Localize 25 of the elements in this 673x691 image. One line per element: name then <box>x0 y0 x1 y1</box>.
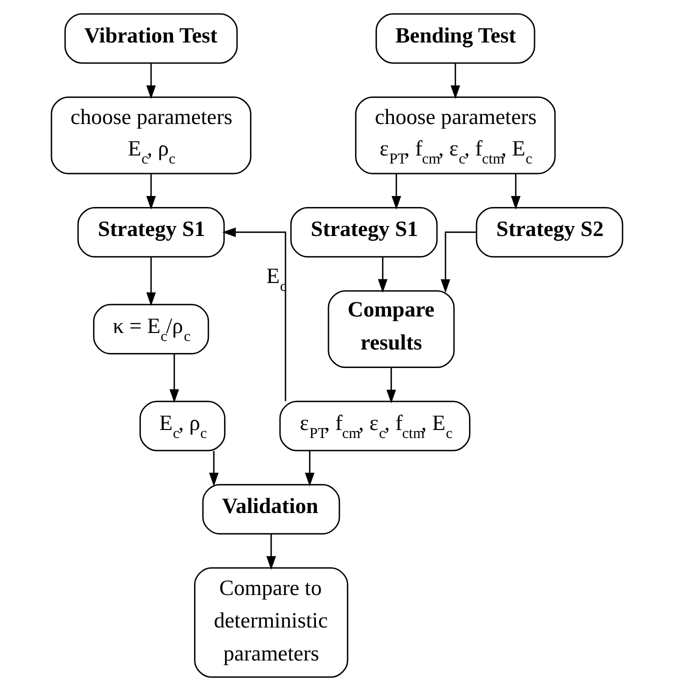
arrow <box>391 174 401 210</box>
node-box: choose parameters E$_{c}$, ρ$_{c}$ <box>50 96 251 174</box>
arrow <box>146 174 156 210</box>
node-box: Compare to deterministic parameters <box>194 567 348 678</box>
arrow <box>440 232 476 293</box>
arrow <box>386 367 396 404</box>
arrow <box>377 257 387 293</box>
arrow <box>510 174 520 210</box>
arrow <box>266 534 276 570</box>
arrow <box>304 450 314 486</box>
arrow <box>146 257 156 306</box>
node-box: E$_{c}$, ρ$_{c}$ <box>138 400 225 452</box>
node-box: Compare results <box>327 290 454 368</box>
node-box: Strategy S1 <box>290 207 438 258</box>
node-box: κ = E$_{c}$/ρ$_{c}$ <box>92 304 209 354</box>
node-box: Strategy S2 <box>475 207 623 258</box>
arrow <box>168 354 179 403</box>
arrow <box>222 227 286 402</box>
node-box: Bending Test <box>375 13 535 64</box>
node-box: Vibration Test <box>64 13 238 64</box>
arrow <box>208 450 218 486</box>
arrow <box>146 63 156 99</box>
node-box: Validation <box>202 484 340 534</box>
node-box: Strategy S1 <box>76 207 224 258</box>
arrow <box>450 63 460 99</box>
